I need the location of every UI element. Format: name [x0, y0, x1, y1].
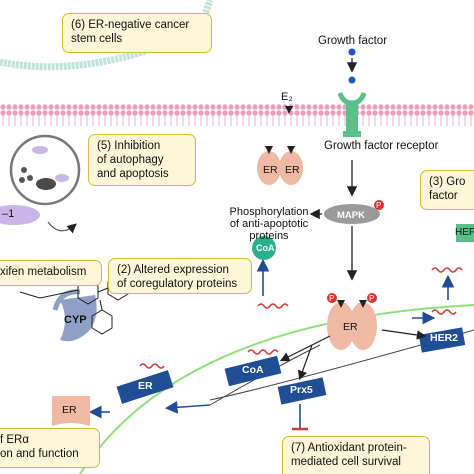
growth-factor-receptor-label: Growth factor receptor [324, 140, 439, 152]
cyp-label: CYP [64, 314, 87, 326]
cyp-endoplasmic-reticulum [52, 289, 97, 342]
nuclear-er-label: ER [343, 321, 358, 333]
er-monomer [52, 396, 90, 426]
minus-one-label: –1 [2, 208, 15, 220]
e2-label: E₂ [281, 91, 293, 103]
mapk-p-label: P [376, 201, 382, 210]
growth-factor-ligand-1 [348, 48, 356, 56]
mrna-right [431, 267, 463, 273]
plasma-membrane [0, 104, 474, 126]
box-6-line-1: (6) ER-negative cancer [71, 19, 190, 31]
phosphorylation-label: Phosphorylation of anti-apoptotic protei… [214, 206, 324, 242]
box-5-line-1: (5) Inhibition [97, 140, 161, 152]
box-1-line-1: xifen metabolism [0, 266, 87, 278]
box-6-stem-cells: (6) ER-negative cancer stem cells [62, 13, 212, 53]
er-gene-label: ER [138, 380, 153, 392]
er-dimer-nucleus [327, 293, 377, 350]
coa-gene-label: CoA [242, 364, 264, 376]
box-3-line-2: factor [429, 190, 458, 202]
growth-factor-receptor [337, 92, 367, 137]
coa-protein-label: CoA [256, 243, 275, 253]
box-3-line-1: (3) Gro [429, 176, 466, 188]
box-6-line-2: stem cells [71, 33, 123, 45]
box-4-er-function: f ERα on and function [0, 428, 100, 468]
nuclear-envelope [79, 304, 474, 474]
box-2-line-2: of coregulatory proteins [117, 278, 238, 290]
e2-ligand [285, 106, 293, 114]
autophagy-vesicle [9, 134, 81, 206]
growth-factor-ligand-2 [348, 76, 356, 84]
mapk-protein [324, 200, 384, 224]
box-1-tamoxifen-metabolism: xifen metabolism [0, 260, 102, 286]
phospho-line-1: Phosphorylation [229, 206, 309, 218]
coa-gene [224, 355, 282, 387]
prx5-gene-label: Prx5 [290, 384, 313, 396]
er-dimer-cytoplasm [257, 146, 303, 185]
nuclear-p-left: P [329, 294, 335, 303]
er-label-left: ER [263, 164, 278, 176]
her-partial-label: HEF [455, 227, 474, 238]
mrna-top [257, 303, 289, 309]
her2-gene-label: HER2 [430, 332, 459, 344]
phospho-line-2: of anti-apoptotic [229, 218, 309, 230]
er-monomer-label: ER [62, 404, 77, 416]
box-2-line-1: (2) Altered expression [117, 264, 229, 276]
box-5-autophagy: (5) Inhibition of autophagy and apoptosi… [88, 134, 196, 186]
mrna-coa [247, 349, 279, 355]
box-3-growth-factor: (3) Gro factor [420, 170, 474, 210]
box-5-line-3: and apoptosis [97, 168, 169, 180]
phospho-line-3: proteins [249, 230, 289, 242]
ligand-oval [0, 205, 40, 225]
box-4-line-1: f ERα [0, 434, 30, 446]
nuclear-p-right: P [369, 294, 375, 303]
box-2-coregulatory: (2) Altered expression of coregulatory p… [108, 258, 252, 294]
her2-gene [418, 327, 466, 353]
prx5-gene [277, 377, 327, 405]
box-7-line-2: mediated cell survival [291, 456, 401, 468]
box-7-line-1: (7) Antioxidant protein- [291, 442, 407, 454]
box-7-antioxidant: (7) Antioxidant protein- mediated cell s… [282, 436, 430, 474]
box-4-line-2: on and function [0, 448, 79, 460]
her2-receptor-partial [456, 224, 474, 242]
mapk-label: MAPK [337, 210, 365, 221]
mrna-her2 [431, 309, 457, 315]
growth-factor-label: Growth factor [318, 35, 388, 47]
mrna-er [139, 363, 165, 369]
er-gene [116, 370, 174, 404]
coa-protein [252, 236, 276, 260]
box-5-line-2: of autophagy [97, 154, 164, 166]
er-label-right: ER [285, 164, 300, 176]
